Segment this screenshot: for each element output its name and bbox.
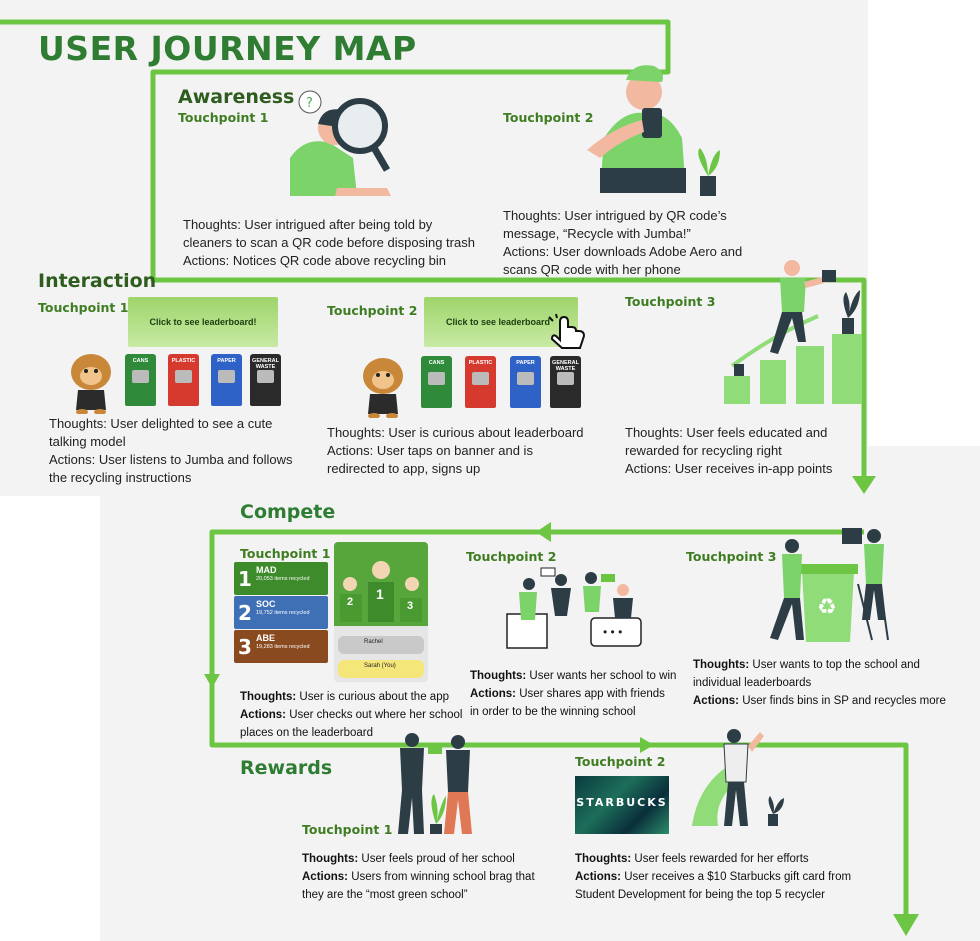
svg-text:• • •: • • • [603, 625, 622, 639]
bin-cans-2: CANS [421, 356, 452, 408]
compete-touchpoint-1-text: Thoughts: User is curious about the app … [240, 691, 463, 739]
rewards-touchpoint-1-label: Touchpoint 1 [302, 822, 393, 837]
svg-text:?: ? [306, 96, 313, 111]
rewards-touchpoint-2-label: Touchpoint 2 [575, 754, 666, 769]
starbucks-gift-card: STARBUCKS [575, 776, 669, 834]
bin-paper: PAPER [211, 354, 242, 406]
stage-awareness: Awareness [178, 86, 295, 108]
proud-students-illustration [398, 733, 472, 834]
awareness-touchpoint-2-label: Touchpoint 2 [503, 110, 594, 125]
leaderboard-row-1: 1 MAD 20,053 items recycled [234, 562, 328, 595]
compete-touchpoint-2-label: Touchpoint 2 [466, 549, 557, 564]
bin-general-waste-2: GENERAL WASTE [550, 356, 581, 408]
interaction-touchpoint-1-text: Thoughts: User delighted to see a cute t… [49, 416, 293, 485]
panel-lower [100, 446, 980, 941]
stairs-person-illustration [724, 260, 862, 404]
rewards-touchpoint-1-text: Thoughts: User feels proud of her school… [302, 853, 535, 901]
stage-interaction: Interaction [38, 270, 157, 292]
awareness-touchpoint-1-label: Touchpoint 1 [178, 110, 269, 125]
rewards-touchpoint-2-text: Thoughts: User feels rewarded for her ef… [575, 853, 852, 901]
magnifier-person-illustration: ? [290, 90, 391, 196]
interaction-touchpoint-3-text: Thoughts: User feels educated and reward… [625, 425, 833, 476]
svg-text:♻: ♻ [817, 595, 837, 620]
leaderboard-row-2: 2 SOC 19,752 items recycled [234, 596, 328, 629]
compete-touchpoint-3-text: Thoughts: User wants to top the school a… [693, 659, 946, 707]
app-leaderboard-screen: 1 2 3 Rachel Sarah (You) [334, 542, 428, 682]
jumba-mascot-illustration [71, 354, 111, 414]
leaderboard-banner-1[interactable]: Click to see leaderboard! [128, 297, 278, 347]
bin-general-waste: GENERAL WASTE [250, 354, 281, 406]
interaction-touchpoint-2-text: Thoughts: User is curious about leaderbo… [327, 425, 584, 476]
stage-rewards: Rewards [240, 757, 333, 779]
interaction-touchpoint-3-label: Touchpoint 3 [625, 294, 716, 309]
compete-touchpoint-2-text: Thoughts: User wants her school to win A… [470, 670, 677, 718]
tap-hand-icon [548, 314, 586, 349]
interaction-touchpoint-2-label: Touchpoint 2 [327, 303, 418, 318]
bin-cans: CANS [125, 354, 156, 406]
phone-person-illustration [587, 65, 720, 196]
jumba-mascot-illustration-2 [363, 358, 403, 418]
compete-touchpoint-3-label: Touchpoint 3 [686, 549, 777, 564]
rewarded-person-illustration [692, 729, 784, 826]
compete-touchpoint-1-label: Touchpoint 1 [240, 546, 331, 561]
recycling-bin-people-illustration: ♻ [770, 528, 889, 642]
bin-plastic: PLASTIC [168, 354, 199, 406]
bin-plastic-2: PLASTIC [465, 356, 496, 408]
interaction-touchpoint-1-label: Touchpoint 1 [38, 300, 129, 315]
stage-compete: Compete [240, 501, 336, 523]
sharing-friends-illustration: • • • [506, 567, 642, 649]
page-title: USER JOURNEY MAP [38, 29, 417, 68]
awareness-touchpoint-1-text: Thoughts: User intrigued after being tol… [183, 217, 475, 268]
leaderboard-row-3: 3 ABE 19,283 items recycled [234, 630, 328, 663]
panel-upper [0, 0, 868, 496]
awareness-touchpoint-2-text: Thoughts: User intrigued by QR code’s me… [503, 208, 743, 277]
bin-paper-2: PAPER [510, 356, 541, 408]
